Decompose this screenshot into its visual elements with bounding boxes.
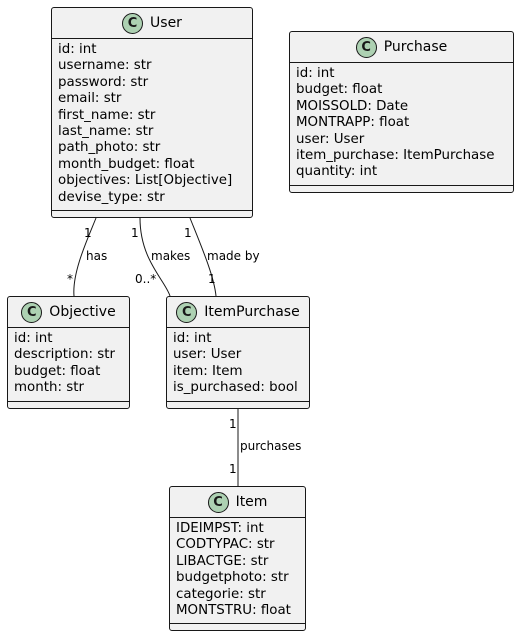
class-itempurchase-attributes: id: int user: User item: Item is_purchas… [167,328,309,401]
class-objective-attributes: id: int description: str budget: float m… [8,328,129,401]
class-user-header: C User [52,8,252,39]
class-user-methods [52,210,252,219]
attribute: username: str [58,58,152,74]
attribute: MONTRAPP: float [296,115,410,131]
class-purchase-methods [290,184,513,194]
attribute: month: str [14,380,84,396]
class-itempurchase[interactable]: C ItemPurchase id: int user: User item: … [166,296,310,409]
attribute: item: Item [173,363,243,379]
class-objective[interactable]: C Objective id: int description: str bud… [7,296,130,409]
class-objective-name: Objective [49,304,116,320]
attribute: MOISSOLD: Date [296,98,409,114]
class-badge-icon: C [176,301,198,323]
attribute: budget: float [296,82,383,98]
relation-makes-target-multiplicity: 0..* [135,272,157,286]
attribute: description: str [14,347,115,363]
attribute: first_name: str [58,107,156,123]
attribute: email: str [58,91,122,107]
class-purchase[interactable]: C Purchase id: int budget: float MOISSOL… [289,31,514,193]
attribute: quantity: int [296,164,378,180]
attribute: last_name: str [58,124,154,140]
attribute: devise_type: str [58,189,165,205]
relation-has-source-multiplicity: 1 [84,226,92,240]
class-item-name: Item [235,494,268,510]
attribute: month_budget: float [58,156,195,172]
attribute: objectives: List[Objective] [58,173,233,189]
class-objective-methods [8,400,129,410]
attribute: IDEIMPST: int [176,521,264,536]
class-user-name: User [150,15,182,31]
class-badge-icon: C [207,491,229,513]
attribute: categorie: str [176,586,266,602]
relation-made-by-label: made by [207,249,260,263]
class-user-attributes: id: int username: str password: str emai… [52,39,252,210]
attribute: LIBACTGE: str [176,553,269,569]
attribute: id: int [296,66,335,81]
attribute: CODTYPAC: str [176,537,275,553]
class-item[interactable]: C Item IDEIMPST: int CODTYPAC: str LIBAC… [169,486,306,631]
relation-makes-label: makes [151,249,191,263]
class-item-methods [170,623,305,632]
class-objective-header: C Objective [8,297,129,328]
relation-made-by-source-multiplicity: 1 [184,226,192,240]
class-item-attributes: IDEIMPST: int CODTYPAC: str LIBACTGE: st… [170,518,305,623]
class-itempurchase-name: ItemPurchase [204,304,300,320]
relation-has-label: has [86,249,108,263]
class-item-header: C Item [170,487,305,518]
class-user[interactable]: C User id: int username: str password: s… [51,7,253,218]
class-purchase-name: Purchase [383,39,448,55]
attribute: path_photo: str [58,140,161,156]
relation-purchases-target-multiplicity: 1 [229,462,237,476]
relation-has-line [73,217,97,297]
attribute: id: int [58,42,97,57]
attribute: user: User [173,347,242,363]
relation-purchases-source-multiplicity: 1 [229,417,237,431]
class-badge-icon: C [122,12,144,34]
attribute: budget: float [14,363,101,379]
relation-made-by-line [189,217,217,297]
attribute: item_purchase: ItemPurchase [296,148,495,164]
class-itempurchase-methods [167,400,309,410]
relation-purchases-label: purchases [240,439,302,453]
class-badge-icon: C [21,301,43,323]
attribute: user: User [296,131,365,147]
class-purchase-attributes: id: int budget: float MOISSOLD: Date MON… [290,63,513,185]
attribute: budgetphoto: str [176,570,289,586]
relation-makes-line [139,217,171,297]
relation-made-by-target-multiplicity: 1 [208,272,216,286]
relation-makes-source-multiplicity: 1 [131,226,139,240]
class-purchase-header: C Purchase [290,32,513,63]
class-itempurchase-header: C ItemPurchase [167,297,309,328]
attribute: id: int [173,331,212,346]
attribute: id: int [14,331,53,346]
relation-has-target-multiplicity: * [67,272,73,286]
attribute: password: str [58,74,149,90]
class-badge-icon: C [355,36,377,58]
attribute: is_purchased: bool [173,380,298,396]
attribute: MONTSTRU: float [176,603,291,619]
